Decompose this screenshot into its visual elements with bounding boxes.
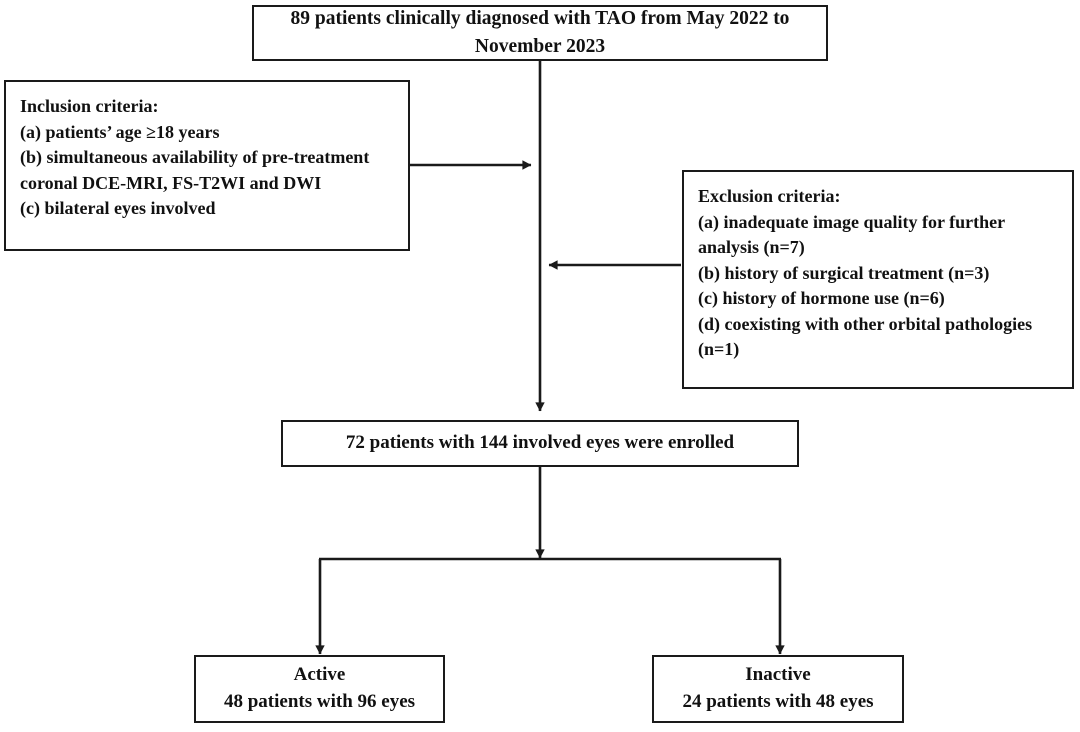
inclusion-item-a: (a) patients’ age ≥18 years xyxy=(20,121,220,142)
inclusion-item-b: (b) simultaneous availability of pre-tre… xyxy=(20,147,370,168)
exclusion-item-d-cont: (n=1) xyxy=(698,339,740,360)
exclusion-heading: Exclusion criteria: xyxy=(698,186,841,206)
inclusion-heading: Inclusion criteria: xyxy=(20,96,159,116)
node-exclusion-criteria: Exclusion criteria: (a) inadequate image… xyxy=(682,170,1074,389)
exclusion-item-c: (c) history of hormone use (n=6) xyxy=(698,288,945,309)
node-source-cohort: 89 patients clinically diagnosed with TA… xyxy=(252,5,828,61)
node-active-label: Active xyxy=(293,664,346,686)
node-group-inactive: Inactive 24 patients with 48 eyes xyxy=(652,655,904,723)
exclusion-item-a: (a) inadequate image quality for further xyxy=(698,211,1006,232)
node-active-counts: 48 patients with 96 eyes xyxy=(223,691,416,712)
node-enrolled-cohort: 72 patients with 144 involved eyes were … xyxy=(281,420,799,467)
inclusion-item-b-cont: coronal DCE-MRI, FS-T2WI and DWI xyxy=(20,172,322,193)
node-source-line-1: 89 patients clinically diagnosed with TA… xyxy=(290,8,790,30)
node-inclusion-criteria: Inclusion criteria: (a) patients’ age ≥1… xyxy=(4,80,410,251)
exclusion-item-d: (d) coexisting with other orbital pathol… xyxy=(698,313,1033,334)
node-enrolled-line-1: 72 patients with 144 involved eyes were … xyxy=(345,432,735,454)
exclusion-item-b: (b) history of surgical treatment (n=3) xyxy=(698,262,990,283)
exclusion-item-a-cont: analysis (n=7) xyxy=(698,237,805,258)
node-group-active: Active 48 patients with 96 eyes xyxy=(194,655,445,723)
node-source-line-2: November 2023 xyxy=(474,36,606,57)
node-inactive-counts: 24 patients with 48 eyes xyxy=(682,691,874,712)
node-inactive-label: Inactive xyxy=(745,664,811,686)
inclusion-item-c: (c) bilateral eyes involved xyxy=(20,198,216,219)
